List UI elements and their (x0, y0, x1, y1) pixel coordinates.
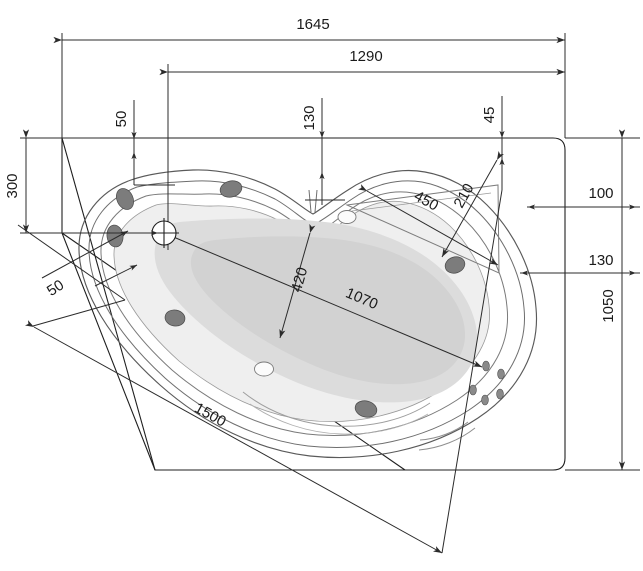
jet-nozzle (219, 180, 243, 198)
dim-label-1050: 1050 (600, 289, 617, 322)
overflow-hole (337, 210, 357, 224)
jet-nozzle-small (497, 368, 505, 380)
dim-label-300: 300 (4, 173, 21, 198)
dim-label-1290: 1290 (349, 48, 382, 65)
jet-nozzle-small (481, 394, 489, 406)
dim-label-130-right: 130 (588, 252, 613, 269)
dimension-center-top-offset: 130 (301, 98, 345, 205)
dimension-left-height: 300 (4, 129, 100, 234)
dim-label-130-top: 130 (301, 105, 318, 130)
dimension-basin-width: 420 (279, 223, 316, 339)
dim-label-45-top: 45 (481, 107, 498, 124)
dimension-overall-depth: 1050 (565, 129, 640, 471)
dimension-overall-width: 1645 (53, 16, 566, 138)
dim-label-50-top: 50 (113, 111, 130, 128)
top-center-notch (308, 189, 318, 213)
panel-outline (61, 137, 566, 471)
dim-label-1645: 1645 (296, 16, 329, 33)
jet-nozzle-small (496, 388, 504, 400)
dimension-left-top-offset: 50 (113, 100, 175, 186)
dim-label-420: 420 (288, 265, 311, 294)
drain-hole (254, 361, 274, 377)
dim-label-50-corner: 50 (44, 277, 67, 300)
dimension-corner-offset: 50 (17, 224, 138, 301)
dim-label-100: 100 (588, 185, 613, 202)
jet-nozzle-small (469, 384, 477, 396)
dimension-inner-width: 1290 (159, 48, 565, 250)
jet-nozzle-small (482, 360, 490, 372)
dimension-right-upper-offset: 100 (527, 185, 640, 210)
jet-nozzle (116, 188, 134, 210)
